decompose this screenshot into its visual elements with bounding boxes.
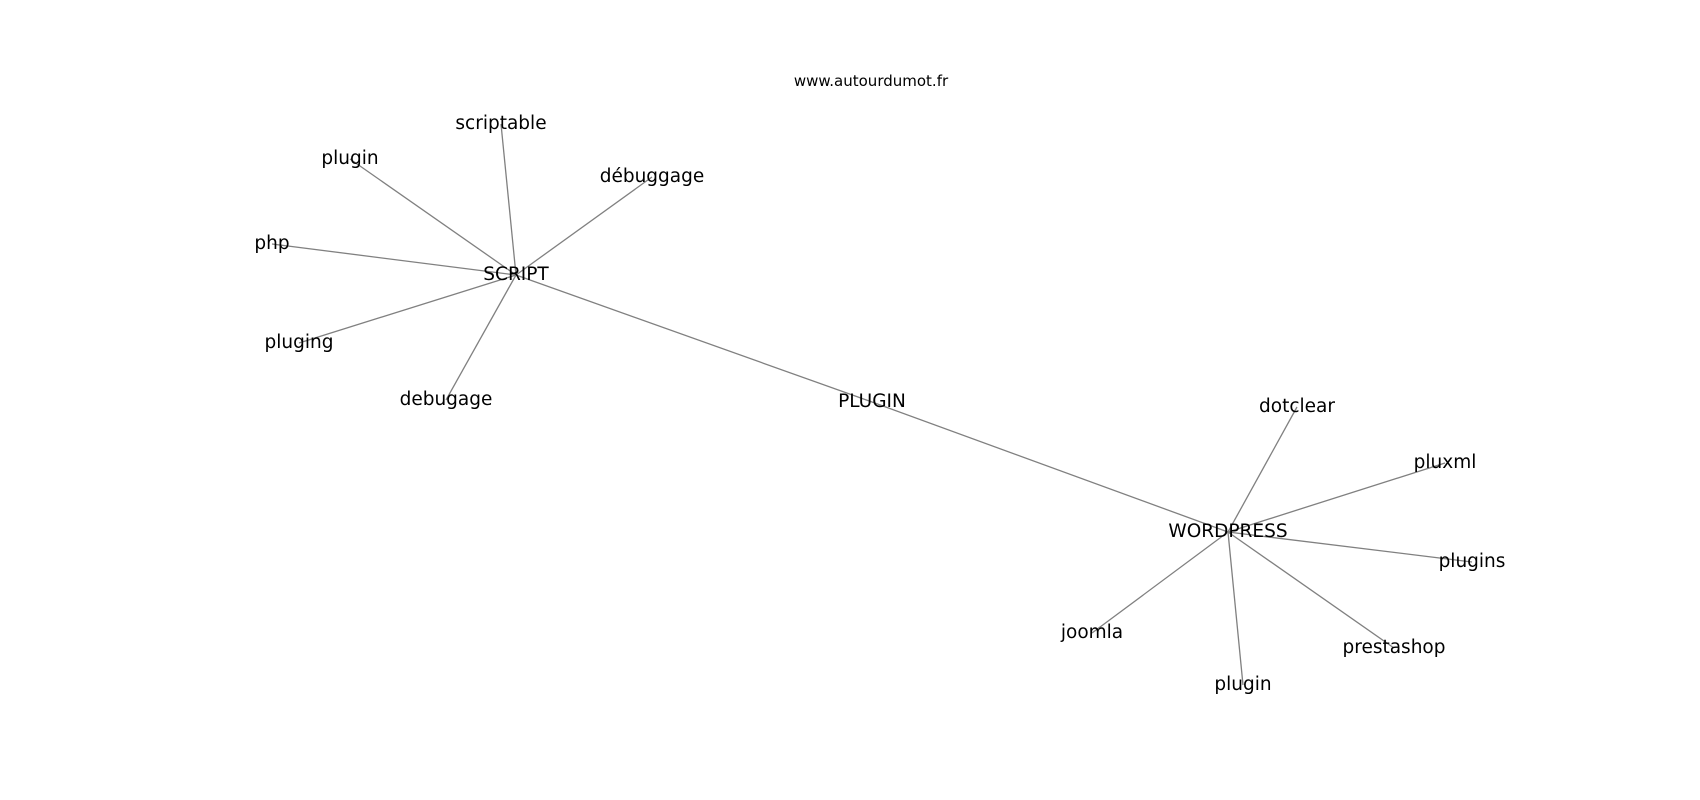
edge-plugin-center-script [515, 274, 873, 403]
node-label-plugin-b: plugin [1214, 674, 1271, 695]
edge-wordpress-dotclear [1227, 406, 1298, 533]
graph-labels: PLUGIN SCRIPT WORDPRESS scriptable plugin déb… [254, 113, 1505, 695]
edge-script-scriptable [500, 123, 517, 276]
graph-edges [271, 123, 1473, 686]
edge-plugin-center-wordpress [871, 401, 1229, 533]
node-label-scriptable: scriptable [455, 113, 546, 134]
node-label-plugin-a: plugin [321, 148, 378, 169]
node-label-debuggage: débuggage [600, 166, 705, 187]
edge-wordpress-plugin-b [1227, 531, 1244, 686]
node-label-wordpress: WORDPRESS [1168, 521, 1287, 542]
site-title: www.autourdumot.fr [793, 72, 949, 90]
edge-script-debugage [445, 274, 517, 401]
edge-script-pluging [298, 274, 517, 344]
edge-wordpress-plugins [1227, 531, 1473, 563]
node-label-dotclear: dotclear [1259, 396, 1335, 417]
node-label-pluging: pluging [265, 332, 334, 353]
edge-script-plugin-a [349, 158, 517, 276]
node-label-debugage: debugage [400, 389, 493, 410]
node-label-plugins: plugins [1439, 551, 1506, 572]
node-label-php: php [254, 233, 289, 254]
edge-script-debuggage [515, 176, 653, 276]
node-label-script: SCRIPT [483, 264, 549, 285]
edge-script-php [271, 243, 517, 276]
edge-wordpress-joomla [1091, 531, 1229, 634]
edge-wordpress-pluxml [1227, 462, 1446, 533]
edge-wordpress-prestashop [1227, 531, 1395, 649]
node-label-prestashop: prestashop [1343, 637, 1446, 658]
node-label-joomla: joomla [1060, 622, 1123, 643]
node-label-pluxml: pluxml [1414, 452, 1477, 473]
node-label-plugin-center: PLUGIN [838, 391, 906, 412]
